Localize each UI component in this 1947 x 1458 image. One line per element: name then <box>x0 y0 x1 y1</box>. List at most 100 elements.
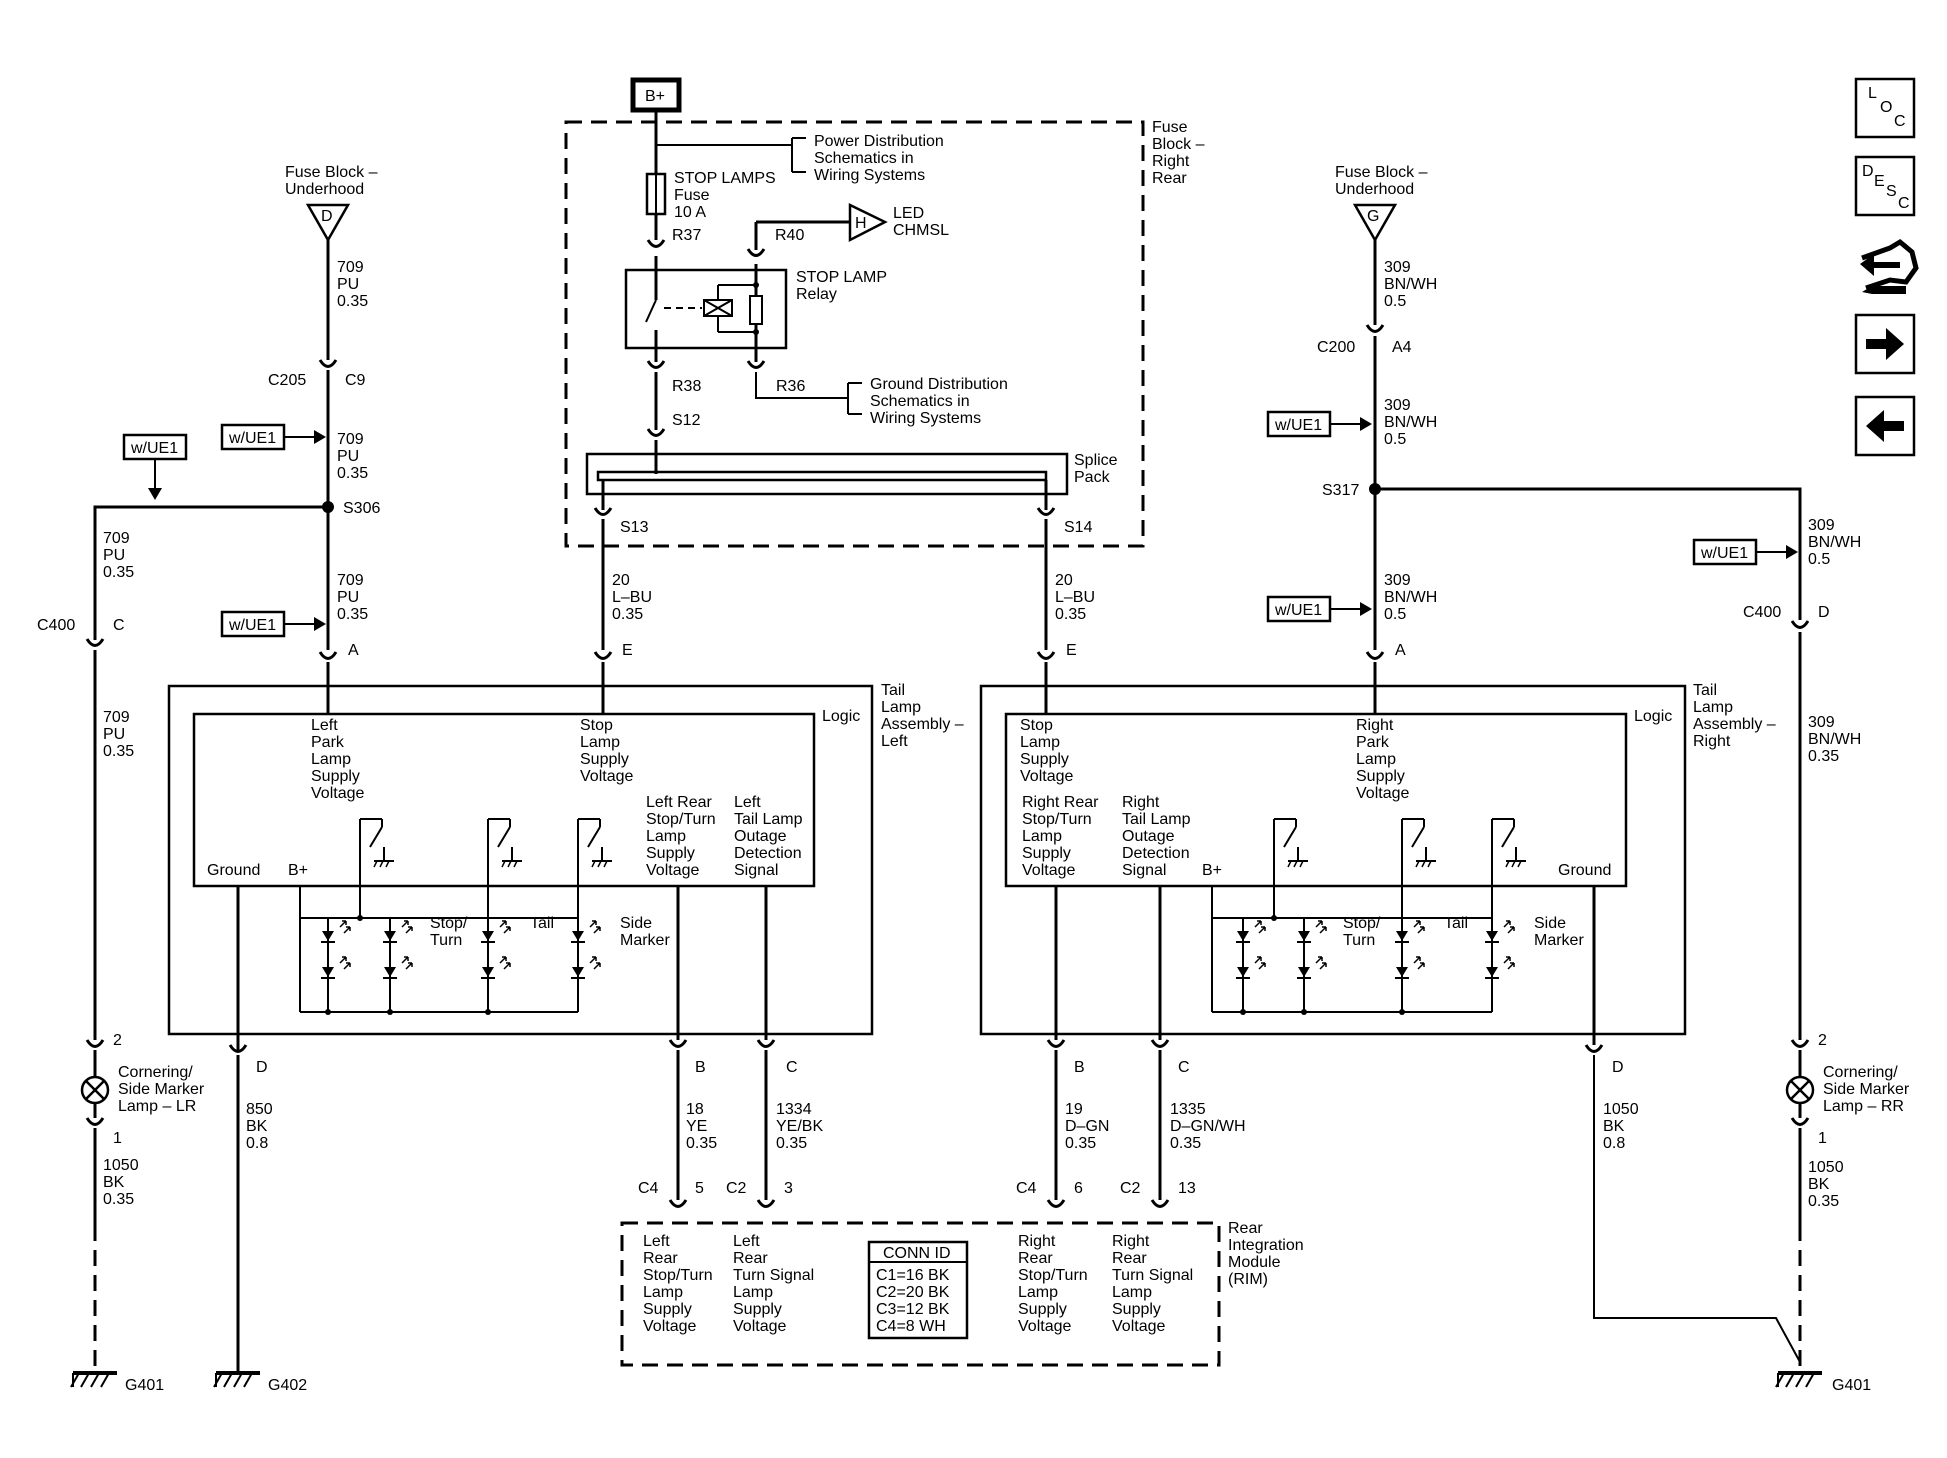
r38-label: R38 <box>672 378 701 395</box>
left-ground-label: Ground <box>207 862 260 879</box>
cornering-lamp-rr <box>1785 1075 1815 1105</box>
r36-label: R36 <box>776 378 805 395</box>
left-pin-d-label: D <box>256 1059 268 1076</box>
a4-label: A4 <box>1392 339 1412 356</box>
left-fuse-block-label: Fuse Block –Underhood <box>285 164 378 198</box>
connector-wrench-icon[interactable] <box>1860 238 1919 294</box>
s317-label: S317 <box>1322 482 1359 499</box>
tail-lamp-assembly-left <box>167 684 874 1036</box>
conn-id-header: CONN ID <box>883 1245 951 1262</box>
rim-c4a-label: C4 <box>638 1180 659 1197</box>
loc-letter-l: L <box>1868 85 1877 102</box>
s13-label: S13 <box>620 519 649 536</box>
right-fuse-block-label: Fuse Block –Underhood <box>1335 164 1428 198</box>
left-pin-e-label: E <box>622 642 633 659</box>
left-stop-turn-label: Stop/Turn <box>430 915 468 949</box>
splice-pack <box>585 452 1069 496</box>
bplus-label: B+ <box>645 88 665 105</box>
right-pin-b-label: B <box>1074 1059 1085 1076</box>
c200-label: C200 <box>1317 339 1355 356</box>
r37-label: R37 <box>672 227 701 244</box>
loc-letter-c: C <box>1894 113 1906 130</box>
next-button[interactable] <box>1854 313 1916 375</box>
c205-label: C205 <box>268 372 306 389</box>
rim-pin3-label: 3 <box>784 1180 793 1197</box>
left-lamp-pin1-label: 1 <box>113 1130 122 1147</box>
bplus-source: B+ <box>630 77 682 113</box>
option-ue1-top: w/UE1 <box>122 433 188 500</box>
left-tail-label: Tail <box>530 915 554 932</box>
s12-label: S12 <box>672 412 701 429</box>
svg-text:w/UE1: w/UE1 <box>130 440 178 457</box>
g402-label: G402 <box>268 1377 307 1394</box>
logic-left-label: Logic <box>822 708 860 725</box>
option-ue1-right-b: w/UE1 <box>1266 595 1372 623</box>
svg-text:w/UE1: w/UE1 <box>228 617 276 634</box>
option-ue1-a: w/UE1 <box>220 423 326 451</box>
logic-right-label: Logic <box>1634 708 1672 725</box>
desc-button[interactable]: D E S C <box>1854 155 1916 217</box>
left-pin-b-label: B <box>695 1059 706 1076</box>
left-fuse-block-terminal <box>305 203 351 243</box>
rim-c2a-label: C2 <box>726 1180 747 1197</box>
c9-label: C9 <box>345 372 366 389</box>
rim-pin13-label: 13 <box>1178 1180 1196 1197</box>
right-pin-a-label: A <box>1395 642 1406 659</box>
right-stop-turn-label: Stop/Turn <box>1343 915 1381 949</box>
svg-text:w/UE1: w/UE1 <box>1274 417 1322 434</box>
left-c400-label: C400 <box>37 617 75 634</box>
right-pin-c-label: C <box>1178 1059 1190 1076</box>
rim-module-outline <box>620 1221 1221 1367</box>
g401-left-label: G401 <box>125 1377 164 1394</box>
desc-letter-c: C <box>1898 195 1910 212</box>
loc-button[interactable]: L O C <box>1854 77 1916 139</box>
h-label: H <box>855 215 867 232</box>
right-ground-label: Ground <box>1558 862 1611 879</box>
svg-text:w/UE1: w/UE1 <box>1700 545 1748 562</box>
right-pin-e-label: E <box>1066 642 1077 659</box>
option-ue1-right-c: w/UE1 <box>1692 538 1798 566</box>
left-pin-a-label: A <box>348 642 359 659</box>
prev-button[interactable] <box>1854 395 1916 457</box>
option-ue1-right-a: w/UE1 <box>1266 410 1372 438</box>
right-g-terminal-label: G <box>1367 208 1379 225</box>
svg-text:w/UE1: w/UE1 <box>1274 602 1322 619</box>
right-lamp-pin2-label: 2 <box>1818 1032 1827 1049</box>
s14-label: S14 <box>1064 519 1093 536</box>
right-pin-d-label: D <box>1612 1059 1624 1076</box>
right-c400-pin-label: D <box>1818 604 1830 621</box>
